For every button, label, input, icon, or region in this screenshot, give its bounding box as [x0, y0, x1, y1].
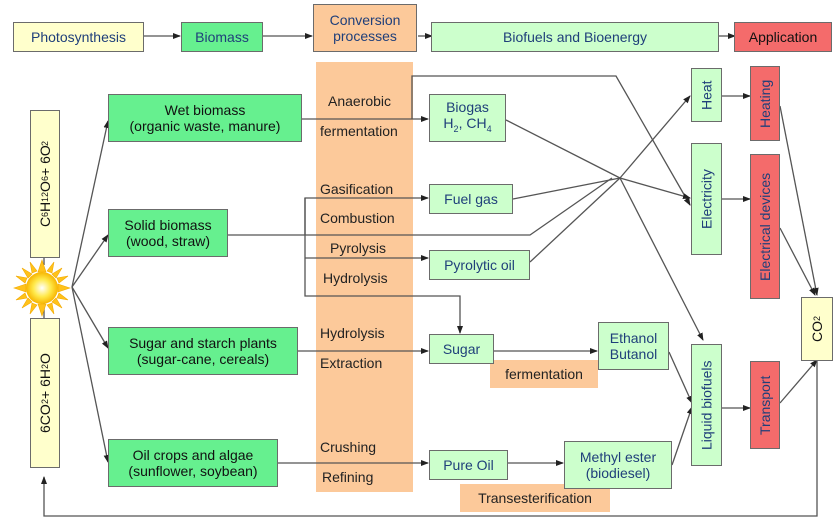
process-fermentation-2: fermentation — [490, 360, 598, 388]
source-solid-title: Solid biomass — [124, 217, 212, 233]
product-butanol: Butanol — [609, 346, 658, 362]
process-crushing: Crushing — [320, 439, 377, 455]
process-refining: Refining — [322, 469, 374, 485]
product-methyl-ester: Methyl ester (biodiesel) — [564, 441, 672, 489]
energy-liquid-biofuels: Liquid biofuels — [691, 344, 722, 466]
energy-electricity: Electricity — [691, 143, 722, 255]
process-hydrolysis-1: Hydrolysis — [323, 270, 388, 286]
source-wet-sub: (organic waste, manure) — [129, 118, 281, 134]
product-pyrolytic-oil: Pyrolytic oil — [429, 250, 530, 280]
product-methyl-title: Methyl ester — [579, 449, 657, 465]
source-sugar-sub: (sugar-cane, cereals) — [136, 351, 270, 367]
product-sugar: Sugar — [429, 334, 494, 364]
source-wet-biomass: Wet biomass (organic waste, manure) — [108, 94, 302, 142]
header-application: Application — [734, 22, 832, 52]
product-biodiesel: (biodiesel) — [585, 465, 651, 481]
header-biomass: Biomass — [181, 22, 263, 52]
product-fuel-gas: Fuel gas — [429, 184, 513, 214]
app-heating: Heating — [750, 66, 780, 141]
source-wet-title: Wet biomass — [164, 102, 246, 118]
product-biogas: Biogas H2, CH4 — [429, 94, 506, 142]
header-photosynthesis: Photosynthesis — [13, 22, 144, 52]
app-electrical-devices: Electrical devices — [750, 154, 780, 299]
energy-heat: Heat — [691, 68, 722, 122]
conversion-column — [316, 62, 413, 492]
process-anaerobic: Anaerobic — [328, 93, 392, 109]
sun-icon — [13, 259, 71, 317]
source-solid-biomass: Solid biomass (wood, straw) — [108, 209, 228, 257]
source-oil-sub: (sunflower, soybean) — [128, 463, 258, 479]
process-extraction: Extraction — [320, 355, 383, 371]
source-sugar-plants: Sugar and starch plants (sugar-cane, cer… — [108, 327, 298, 375]
product-pure-oil: Pure Oil — [429, 450, 508, 480]
source-sugar-title: Sugar and starch plants — [129, 335, 277, 351]
header-biofuels: Biofuels and Bioenergy — [431, 22, 719, 52]
process-gasification: Gasification — [320, 181, 394, 197]
source-oil-title: Oil crops and algae — [132, 447, 254, 463]
source-oil-crops: Oil crops and algae (sunflower, soybean) — [108, 439, 278, 487]
product-ethanol-butanol: Ethanol Butanol — [598, 322, 669, 370]
source-solid-sub: (wood, straw) — [125, 233, 211, 249]
process-hydrolysis-2: Hydrolysis — [320, 325, 385, 341]
product-ethanol: Ethanol — [609, 330, 658, 346]
app-transport: Transport — [750, 361, 780, 449]
header-conversion: Conversion processes — [313, 4, 417, 52]
process-pyrolysis: Pyrolysis — [330, 240, 387, 256]
product-biogas-sub: H2, CH4 — [443, 115, 492, 134]
process-combustion: Combustion — [320, 210, 395, 226]
product-biogas-title: Biogas — [446, 99, 489, 116]
process-fermentation: fermentation — [320, 123, 398, 139]
